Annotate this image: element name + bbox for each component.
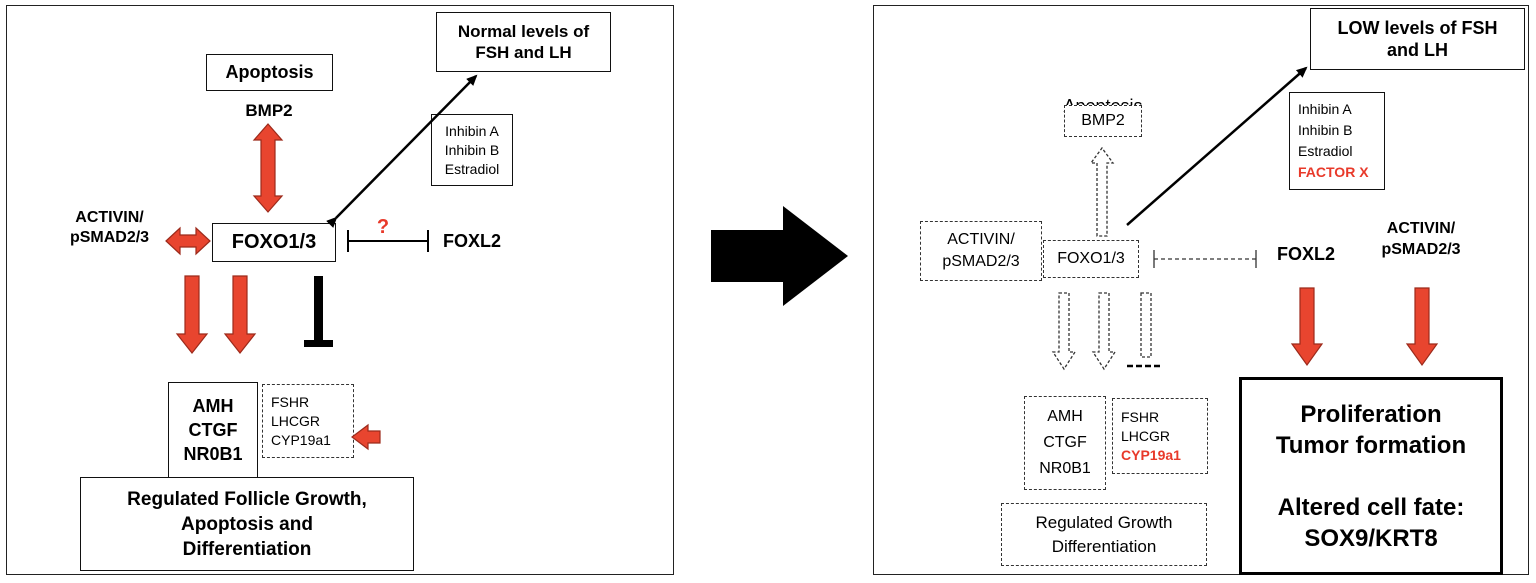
- right-hormone-line-2: and LH: [1387, 40, 1448, 60]
- left-cyp19a1: CYP19a1: [271, 431, 331, 448]
- left-foxo-box: FOXO1/3: [212, 223, 336, 262]
- left-apoptosis-label: Apoptosis: [225, 62, 314, 82]
- transition-arrow: [711, 206, 848, 306]
- right-inhibin-a: Inhibin A: [1298, 101, 1352, 117]
- left-foxo-label: FOXO1/3: [231, 231, 317, 253]
- left-inhibition-tbar: [304, 276, 333, 347]
- right-activin-line-2: pSMAD2/3: [1381, 241, 1461, 258]
- right-outcome-line-3: Altered cell fate:: [1277, 493, 1465, 521]
- left-targets-receptors-box: FSHR LHCGR CYP19a1: [262, 384, 354, 458]
- right-outcome-dashed-line-1: Regulated Growth: [1035, 512, 1173, 532]
- right-nr0b1: NR0B1: [1039, 460, 1091, 477]
- right-dashed-down-arrow-1: [1051, 292, 1077, 371]
- right-inhibin-b: Inhibin B: [1298, 122, 1353, 138]
- left-activin-line-2: pSMAD2/3: [69, 229, 150, 246]
- left-down-arrow-2: [223, 275, 257, 354]
- right-foxo-hormone-arrow: [1126, 66, 1308, 226]
- left-fshr: FSHR: [271, 393, 310, 410]
- right-hormone-box: LOW levels of FSH and LH: [1310, 8, 1525, 70]
- right-outcome-box: Proliferation Tumor formation Altered ce…: [1239, 377, 1503, 575]
- right-estradiol: Estradiol: [1298, 143, 1353, 159]
- right-activin-dashed-box: ACTIVIN/ pSMAD2/3: [920, 221, 1042, 281]
- right-foxo-label: FOXO1/3: [1057, 250, 1125, 267]
- left-outcome-line-2: Apoptosis and: [181, 513, 313, 535]
- left-bmp2-label: BMP2: [245, 101, 293, 120]
- right-dashed-tbar: [1127, 292, 1160, 368]
- right-dashed-down-arrow-2: [1091, 292, 1117, 371]
- left-targets-main-box: AMH CTGF NR0B1: [168, 382, 258, 478]
- right-hormone-line-1: LOW levels of FSH: [1337, 18, 1498, 38]
- right-targets-main-box: AMH CTGF NR0B1: [1024, 396, 1106, 490]
- right-outcome-dashed-line-2: Differentiation: [1051, 536, 1157, 556]
- left-nr0b1: NR0B1: [183, 444, 243, 464]
- left-apoptosis-box: Apoptosis: [206, 54, 333, 91]
- right-outcome-dashed-box: Regulated Growth Differentiation: [1001, 503, 1207, 566]
- left-activin-line-1: ACTIVIN/: [75, 209, 144, 226]
- left-down-arrow-1: [175, 275, 209, 354]
- right-cyp19a1: CYP19a1: [1121, 446, 1181, 463]
- right-activin-dashed-line-2: pSMAD2/3: [942, 253, 1020, 270]
- left-foxo-hormone-line: [326, 74, 478, 228]
- left-cyp19a1-arrow: [351, 423, 381, 451]
- left-hormone-line-1: Normal levels of: [457, 22, 590, 41]
- right-fshr: FSHR: [1121, 408, 1160, 425]
- left-amh: AMH: [192, 396, 234, 416]
- right-amh: AMH: [1047, 408, 1083, 425]
- right-targets-receptors-box: FSHR LHCGR CYP19a1: [1112, 398, 1208, 474]
- right-bmp2-label: BMP2: [1081, 112, 1125, 129]
- left-lhcgr: LHCGR: [271, 412, 321, 429]
- right-lhcgr: LHCGR: [1121, 427, 1171, 444]
- right-activin-outcome-arrow: [1405, 287, 1439, 367]
- right-outcome-line-4: SOX9/KRT8: [1304, 524, 1438, 552]
- right-outcome-line-2: Tumor formation: [1275, 431, 1467, 459]
- right-outcome-line-1: Proliferation: [1300, 400, 1442, 428]
- left-activin-label: ACTIVIN/ pSMAD2/3: [52, 208, 167, 248]
- left-foxl2-label: FOXL2: [442, 231, 501, 251]
- left-activin-foxo-double-arrow: [165, 226, 211, 256]
- right-activin-line-1: ACTIVIN/: [1386, 220, 1456, 237]
- right-foxl2-label: FOXL2: [1276, 244, 1335, 264]
- left-outcome-line-1: Regulated Follicle Growth,: [127, 488, 367, 510]
- left-hormone-box: Normal levels of FSH and LH: [436, 12, 611, 72]
- right-foxl2-dashed-inhibition: [1153, 250, 1257, 268]
- left-hormone-line-2: FSH and LH: [475, 43, 572, 62]
- left-ctgf: CTGF: [188, 420, 238, 440]
- left-bmp2-foxo-double-arrow: [252, 123, 284, 213]
- right-foxo-box: FOXO1/3: [1043, 240, 1139, 278]
- left-outcome-box: Regulated Follicle Growth, Apoptosis and…: [80, 477, 414, 571]
- left-foxl2-inhibition: [347, 230, 429, 252]
- right-activin-label: ACTIVIN/ pSMAD2/3: [1362, 218, 1480, 260]
- right-inhibitors-box: Inhibin A Inhibin B Estradiol FACTOR X: [1289, 92, 1385, 190]
- right-bmp2-box: BMP2: [1064, 105, 1142, 137]
- left-outcome-line-3: Differentiation: [182, 538, 312, 560]
- right-factor-x: FACTOR X: [1298, 164, 1369, 180]
- right-foxo-bmp2-dashed-arrow: [1089, 146, 1115, 237]
- right-ctgf: CTGF: [1043, 434, 1087, 451]
- right-activin-dashed-line-1: ACTIVIN/: [947, 231, 1015, 248]
- right-foxl2-outcome-arrow: [1290, 287, 1324, 367]
